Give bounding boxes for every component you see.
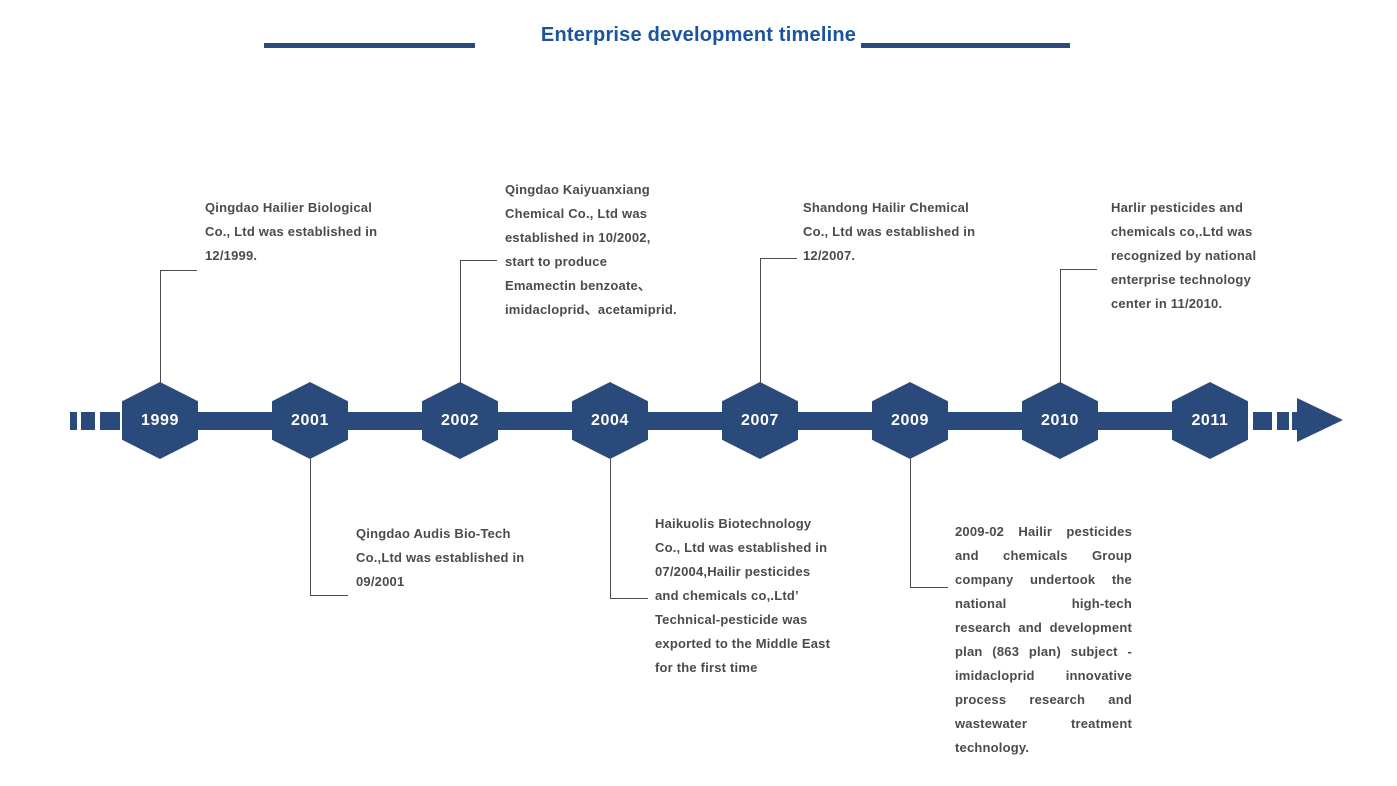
event-line: imidacloprid、acetamiprid. [505,302,677,317]
event-line: 12/2007. [803,248,856,263]
connector-2004 [610,459,648,599]
event-line: Qingdao Kaiyuanxiang [505,182,650,197]
timeline-node-2011: 2011 [1172,382,1248,459]
event-line: center in 11/2010. [1111,296,1223,311]
event-line: 12/1999. [205,248,258,263]
timeline-dash-right-3 [1292,412,1297,430]
event-line: enterprise technology [1111,272,1252,287]
timeline-node-2010: 2010 [1022,382,1098,459]
year-label: 2004 [591,411,629,429]
event-line: process research and [955,692,1132,707]
connector-1999 [160,270,197,384]
event-text-2010: Harlir pesticides and chemicals co,.Ltd … [1111,196,1256,316]
event-line: Emamectin benzoate、 [505,278,652,293]
connector-2001 [310,459,348,596]
title-underline-left [264,43,475,48]
event-line: national high-tech [955,596,1132,611]
timeline-dash-left-1 [70,412,77,430]
timeline-node-2001: 2001 [272,382,348,459]
year-label: 2007 [741,411,779,429]
event-line: 07/2004,Hailir pesticides [655,564,811,579]
event-line: and chemicals Group [955,548,1132,563]
year-label: 2002 [441,411,479,429]
timeline-dash-right-1 [1253,412,1272,430]
event-text-2007: Shandong Hailir Chemical Co., Ltd was es… [803,196,975,268]
event-line: research and development [955,620,1132,635]
event-line: and chemicals co,.Ltd’ [655,588,799,603]
timeline-node-2009: 2009 [872,382,948,459]
event-line: technology. [955,740,1030,755]
event-text-2009: 2009-02 Hailir pesticides and chemicals … [955,520,1132,760]
event-line: for the first time [655,660,758,675]
event-line: Haikuolis Biotechnology [655,516,812,531]
timeline-node-2007: 2007 [722,382,798,459]
timeline-dash-left-2 [81,412,95,430]
event-line: 2009-02 Hailir pesticides [955,524,1132,539]
event-text-1999: Qingdao Hailier Biological Co., Ltd was … [205,196,377,268]
connector-2009 [910,459,948,588]
year-label: 2010 [1041,411,1079,429]
arrow-right-icon [1297,398,1343,442]
event-line: 09/2001 [356,574,405,589]
timeline-node-1999: 1999 [122,382,198,459]
event-line: imidacloprid innovative [955,668,1132,683]
timeline-dash-right-2 [1277,412,1289,430]
timeline-dash-left-3 [100,412,120,430]
connector-2002 [460,260,497,384]
event-line: Chemical Co., Ltd was [505,206,648,221]
event-line: company undertook the [955,572,1132,587]
event-text-2004: Haikuolis Biotechnology Co., Ltd was est… [655,512,830,680]
timeline-node-2004: 2004 [572,382,648,459]
event-line: recognized by national [1111,248,1257,263]
connector-2010 [1060,269,1097,384]
event-line: Shandong Hailir Chemical [803,200,969,215]
year-label: 1999 [141,411,179,429]
event-line: exported to the Middle East [655,636,831,651]
connector-2007 [760,258,797,384]
event-line: Co., Ltd was established in [655,540,828,555]
event-text-2002: Qingdao Kaiyuanxiang Chemical Co., Ltd w… [505,178,677,322]
event-line: chemicals co,.Ltd was [1111,224,1253,239]
event-line: Harlir pesticides and [1111,200,1244,215]
page-title: Enterprise development timeline [540,24,857,46]
event-line: Co., Ltd was established in [803,224,976,239]
timeline-node-2002: 2002 [422,382,498,459]
year-label: 2001 [291,411,329,429]
year-label: 2009 [891,411,929,429]
year-label: 2011 [1191,411,1229,429]
title-underline-right [861,43,1070,48]
event-line: plan (863 plan) subject - [955,644,1132,659]
event-line: established in 10/2002, [505,230,651,245]
event-text-2001: Qingdao Audis Bio-Tech Co.,Ltd was estab… [356,522,524,594]
event-line: Co.,Ltd was established in [356,550,525,565]
event-line: Qingdao Hailier Biological [205,200,373,215]
event-line: Qingdao Audis Bio-Tech [356,526,511,541]
event-line: wastewater treatment [955,716,1132,731]
event-line: Co., Ltd was established in [205,224,378,239]
event-line: Technical-pesticide was [655,612,808,627]
timeline-bar [125,412,1247,430]
event-line: start to produce [505,254,608,269]
